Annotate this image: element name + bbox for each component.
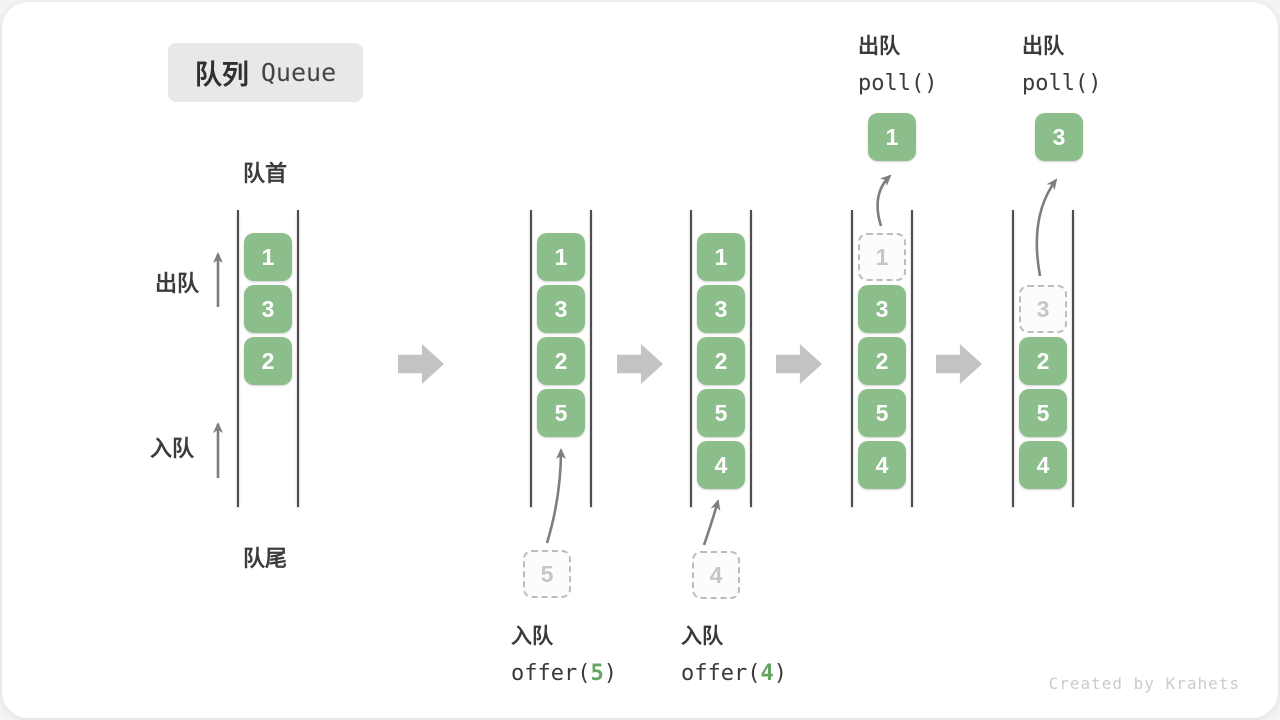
channel-wall-line	[851, 210, 853, 507]
title-badge: 队列 Queue	[168, 43, 363, 102]
queue-element-box: 4	[1019, 441, 1067, 489]
channel-wall-line	[237, 210, 239, 507]
queue-element-box: 4	[858, 441, 906, 489]
dequeued-ghost-box: 3	[1019, 285, 1067, 333]
queue-element-box: 3	[858, 285, 906, 333]
queue-element-box: 1	[244, 233, 292, 281]
dequeue-caption-code: poll()	[1022, 71, 1102, 96]
dequeue-caption-action: 出队	[858, 35, 900, 58]
queue-element-box: 2	[697, 337, 745, 385]
dequeue-side-label: 出队	[155, 271, 200, 296]
channel-wall-line	[911, 210, 913, 507]
code-text: )	[603, 661, 617, 686]
queue-element-box: 5	[858, 389, 906, 437]
channel-wall-line	[530, 210, 532, 507]
title-en: Queue	[260, 58, 337, 87]
enqueue-caption: 入队 offer(5)	[511, 620, 617, 686]
dequeued-ghost-box: 1	[858, 233, 906, 281]
code-arg: 5	[590, 661, 604, 686]
title-zh: 队列	[194, 60, 249, 90]
enqueue-caption-action: 入队	[681, 625, 723, 648]
enqueue-caption-action: 入队	[511, 625, 553, 648]
channel-wall-line	[690, 210, 692, 507]
queue-head-label: 队首	[243, 161, 288, 186]
channel-wall-line	[297, 210, 299, 507]
popped-value: 3	[1052, 123, 1066, 150]
popped-element-box: 1	[868, 113, 916, 161]
code-text: )	[773, 661, 787, 686]
popped-value: 1	[885, 123, 899, 150]
pending-enqueue-box: 4	[692, 551, 740, 599]
queue-element-box: 2	[244, 337, 292, 385]
enqueue-caption-code: offer(4)	[681, 661, 787, 686]
code-text: offer(	[681, 661, 761, 686]
queue-element-box: 5	[1019, 389, 1067, 437]
code-text: offer(	[511, 661, 591, 686]
enqueue-caption: 入队 offer(4)	[681, 620, 787, 686]
queue-element-box: 2	[537, 337, 585, 385]
pending-value: 4	[709, 561, 723, 588]
queue-element-box: 3	[244, 285, 292, 333]
enqueue-caption-code: offer(5)	[511, 661, 617, 686]
channel-wall-line	[750, 210, 752, 507]
queue-tail-label: 队尾	[243, 546, 288, 571]
queue-element-box: 3	[697, 285, 745, 333]
dequeue-caption-action: 出队	[1022, 35, 1064, 58]
dequeue-caption: 出队 poll()	[858, 30, 937, 96]
queue-element-box: 2	[1019, 337, 1067, 385]
queue-element-box: 5	[697, 389, 745, 437]
code-arg: 4	[760, 661, 774, 686]
channel-wall-line	[590, 210, 592, 507]
enqueue-side-label: 入队	[150, 436, 195, 461]
pending-value: 5	[540, 560, 554, 587]
queue-element-box: 3	[537, 285, 585, 333]
watermark: Created by Krahets	[1048, 674, 1240, 693]
queue-element-box: 4	[697, 441, 745, 489]
queue-element-box: 5	[537, 389, 585, 437]
pending-enqueue-box: 5	[523, 550, 571, 598]
popped-element-box: 3	[1035, 113, 1083, 161]
queue-element-box: 1	[697, 233, 745, 281]
queue-element-box: 2	[858, 337, 906, 385]
dequeue-caption-code: poll()	[858, 71, 938, 96]
dequeue-caption: 出队 poll()	[1022, 30, 1101, 96]
channel-wall-line	[1072, 210, 1074, 507]
queue-element-box: 1	[537, 233, 585, 281]
channel-wall-line	[1012, 210, 1014, 507]
